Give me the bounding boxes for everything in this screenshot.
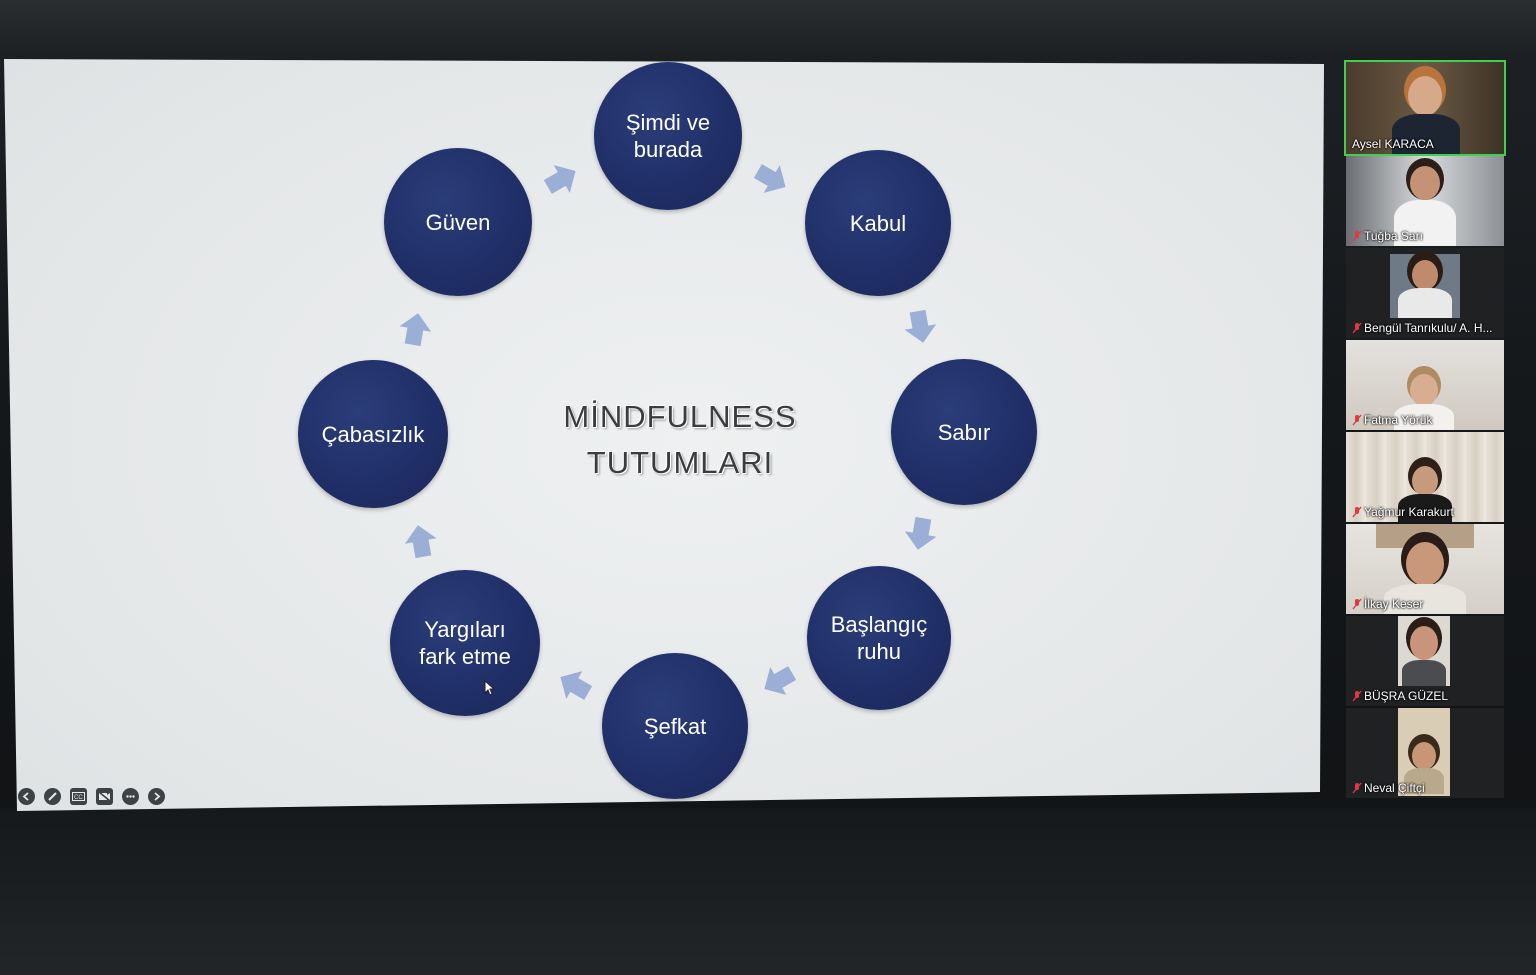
mic-off-icon: [1352, 322, 1362, 334]
participant-name: İlkay Keser: [1352, 597, 1423, 611]
node-simdi-ve-burada: Şimdi ve burada: [594, 62, 742, 210]
node-sefkat: Şefkat: [602, 653, 748, 799]
participant-tile[interactable]: Yağmur Karakurt: [1346, 432, 1504, 522]
participant-tile[interactable]: Fatma Yörük: [1346, 340, 1504, 430]
participant-name: Yağmur Karakurt: [1352, 505, 1454, 519]
mic-off-icon: [1352, 414, 1362, 426]
participant-name: Neval Çiftçi: [1352, 781, 1425, 795]
participant-name: Bengül Tanrıkulu/ A. H...: [1352, 321, 1493, 335]
pen-icon[interactable]: [44, 788, 61, 805]
participant-tile[interactable]: Aysel KARACA: [1344, 60, 1506, 156]
node-cabasizlik: Çabasızlık: [298, 360, 448, 508]
participant-tile[interactable]: Tuğba Sarı: [1346, 156, 1504, 246]
mic-off-icon: [1352, 782, 1362, 794]
previous-icon[interactable]: [18, 788, 35, 805]
next-icon[interactable]: [148, 788, 165, 805]
mic-off-icon: [1352, 230, 1362, 242]
participant-tile[interactable]: İlkay Keser: [1346, 524, 1504, 614]
participant-name: Aysel KARACA: [1352, 137, 1434, 151]
slide-title: MİNDFULNESS TUTUMLARI: [563, 399, 797, 480]
mic-off-icon: [1352, 690, 1362, 702]
node-baslangic-ruhu: Başlangıç ruhu: [807, 566, 951, 710]
monitor-bezel: [0, 0, 1536, 60]
mouse-cursor-icon: [484, 680, 496, 696]
participant-name: Tuğba Sarı: [1352, 229, 1423, 243]
node-kabul: Kabul: [805, 150, 951, 296]
captions-icon[interactable]: CC: [70, 788, 87, 805]
participant-name: BÜŞRA GÜZEL: [1352, 689, 1448, 703]
mic-off-icon: [1352, 598, 1362, 610]
participant-tile[interactable]: Bengül Tanrıkulu/ A. H...: [1346, 248, 1504, 338]
video-off-icon[interactable]: [96, 788, 113, 805]
desk-area: [0, 808, 1536, 975]
participant-name: Fatma Yörük: [1352, 413, 1432, 427]
participant-tile[interactable]: Neval Çiftçi: [1346, 708, 1504, 798]
participant-tile[interactable]: BÜŞRA GÜZEL: [1346, 616, 1504, 706]
presentation-toolbar: CC: [18, 788, 165, 805]
node-sabir: Sabır: [891, 359, 1037, 505]
svg-text:CC: CC: [74, 795, 83, 801]
mic-off-icon: [1352, 506, 1362, 518]
node-yargilari-fark-etme: Yargıları fark etme: [390, 570, 540, 716]
node-guven: Güven: [384, 148, 532, 296]
more-icon[interactable]: [122, 788, 139, 805]
